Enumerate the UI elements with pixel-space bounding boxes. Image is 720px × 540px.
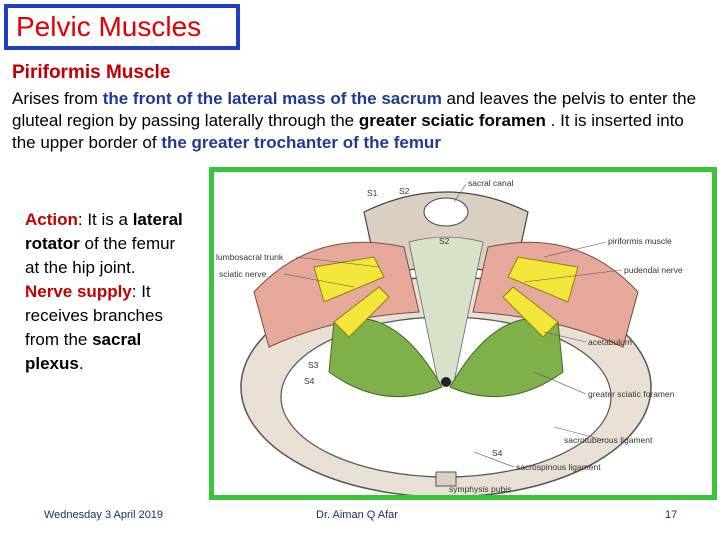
label-pudendal-nerve: pudendal nerve <box>624 265 683 275</box>
label-s1: S1 <box>367 188 378 198</box>
label-acetabulum: acetabulum <box>588 337 632 347</box>
label-piriformis-muscle: piriformis muscle <box>608 236 672 246</box>
para-text-2: and leaves the pelvis to enter the glute… <box>12 89 697 130</box>
para-insertion: the greater trochanter of the femur <box>161 133 441 152</box>
label-s2-inner: S2 <box>439 236 450 246</box>
nerve-text-2: . <box>78 354 84 373</box>
description-paragraph: Arises from the front of the lateral mas… <box>12 88 712 154</box>
label-greater-sciatic-foramen: greater sciatic foramen <box>588 389 675 399</box>
footer-date: Wednesday 3 April 2019 <box>44 509 164 521</box>
nerve-bold: sacral plexus <box>25 330 142 373</box>
action-text-2: of the femur at the hip joint. <box>25 234 176 277</box>
action-bold: lateral rotator <box>25 210 183 253</box>
diagram-frame: S1 S2 S2 sacral canal lumbosacral trunk … <box>209 167 717 500</box>
coccygeus-right <box>449 317 564 398</box>
label-s2: S2 <box>399 186 410 196</box>
leader-lines <box>283 183 623 468</box>
action-text-1: : It is a <box>77 210 133 229</box>
para-text-1: Arises from <box>12 89 103 108</box>
para-origin: the front of the lateral mass of the sac… <box>102 89 442 108</box>
sacral-plexus-right <box>502 256 579 338</box>
para-text-3: . It is inserted into the upper border o… <box>12 111 684 152</box>
nerve-text-1: : It receives branches from the <box>25 282 163 349</box>
label-sciatic-nerve: sciatic nerve <box>219 269 267 279</box>
label-sacrotuberous-ligament: sacrotuberous ligament <box>564 435 653 445</box>
label-lumbosacral-trunk: lumbosacral trunk <box>216 252 284 262</box>
footer-page-number: 17 <box>665 509 678 521</box>
label-symphysis-pubis: symphysis pubis <box>449 484 511 494</box>
slide-title: Pelvic Muscles <box>16 11 202 42</box>
sacral-plexus-left <box>313 256 390 338</box>
label-sacrospinous-ligament: sacrospinous ligament <box>516 462 601 472</box>
nerve-label: Nerve supply <box>25 282 132 301</box>
footer-author: Dr. Aiman Q Afar <box>316 509 398 521</box>
label-s4: S4 <box>304 376 315 386</box>
side-text-block: Action: It is a lateral rotator of the f… <box>25 208 185 376</box>
coccygeus-left <box>328 317 443 398</box>
para-foramen: greater sciatic foramen <box>358 111 546 130</box>
action-label: Action <box>25 210 78 229</box>
label-s4-small: S4 <box>492 448 503 458</box>
label-sacral-canal: sacral canal <box>468 178 513 188</box>
median-muscle <box>408 236 484 383</box>
sacral-canal-shape <box>423 197 469 227</box>
label-s3: S3 <box>308 360 319 370</box>
coccyx-tip <box>441 377 451 387</box>
symphysis-shape <box>435 471 457 487</box>
pelvis-diagram: S1 S2 S2 sacral canal lumbosacral trunk … <box>216 178 683 498</box>
title-box: Pelvic Muscles <box>4 4 240 50</box>
slide-subtitle: Piriformis Muscle <box>12 62 171 83</box>
